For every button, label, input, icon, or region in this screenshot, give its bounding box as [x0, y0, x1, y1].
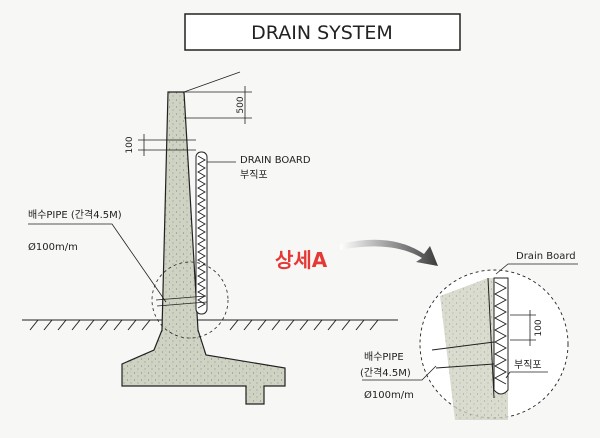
dimension-left: [138, 134, 196, 156]
detail-a-callout: 상세A: [275, 248, 328, 272]
dimension-top-label: 500: [236, 96, 246, 113]
dimension-left-label: 100: [125, 136, 135, 153]
detail-wall-edge: [487, 277, 495, 399]
detail-drain-board: [493, 277, 509, 395]
pipe-leader: [28, 223, 167, 303]
detail-drain-board-label: Drain Board: [516, 251, 576, 262]
title-box: DRAIN SYSTEM: [184, 13, 461, 51]
pipe-dia-label: Ø100m/m: [28, 241, 78, 253]
detail-dimension: [510, 310, 536, 346]
drain-board-label: DRAIN BOARD: [240, 155, 311, 166]
page-title: DRAIN SYSTEM: [251, 22, 393, 44]
drain-board-kr-label: 부직포: [240, 169, 268, 181]
detail-circle-small: [151, 261, 229, 339]
detail-pipe-leader: [362, 365, 437, 381]
detail-dimension-label: 100: [534, 319, 544, 336]
ground-line: [22, 319, 398, 331]
dimension-top: [183, 71, 252, 124]
drain-board: [195, 151, 208, 315]
detail-pipe-label: 배수PIPE: [364, 351, 404, 363]
detail-pipe-spacing-label: (간격4.5M): [360, 366, 411, 379]
detail-pipe: [431, 341, 495, 369]
detail-drain-board-leader: [495, 263, 578, 275]
curved-arrow: [340, 239, 438, 266]
detail-fabric-leader: [505, 371, 548, 379]
detail-pipe-dia-label: Ø100m/m: [364, 389, 414, 401]
detail-fabric-label: 부직포: [514, 359, 542, 371]
pipe-label: 배수PIPE (간격4.5M): [28, 208, 122, 221]
